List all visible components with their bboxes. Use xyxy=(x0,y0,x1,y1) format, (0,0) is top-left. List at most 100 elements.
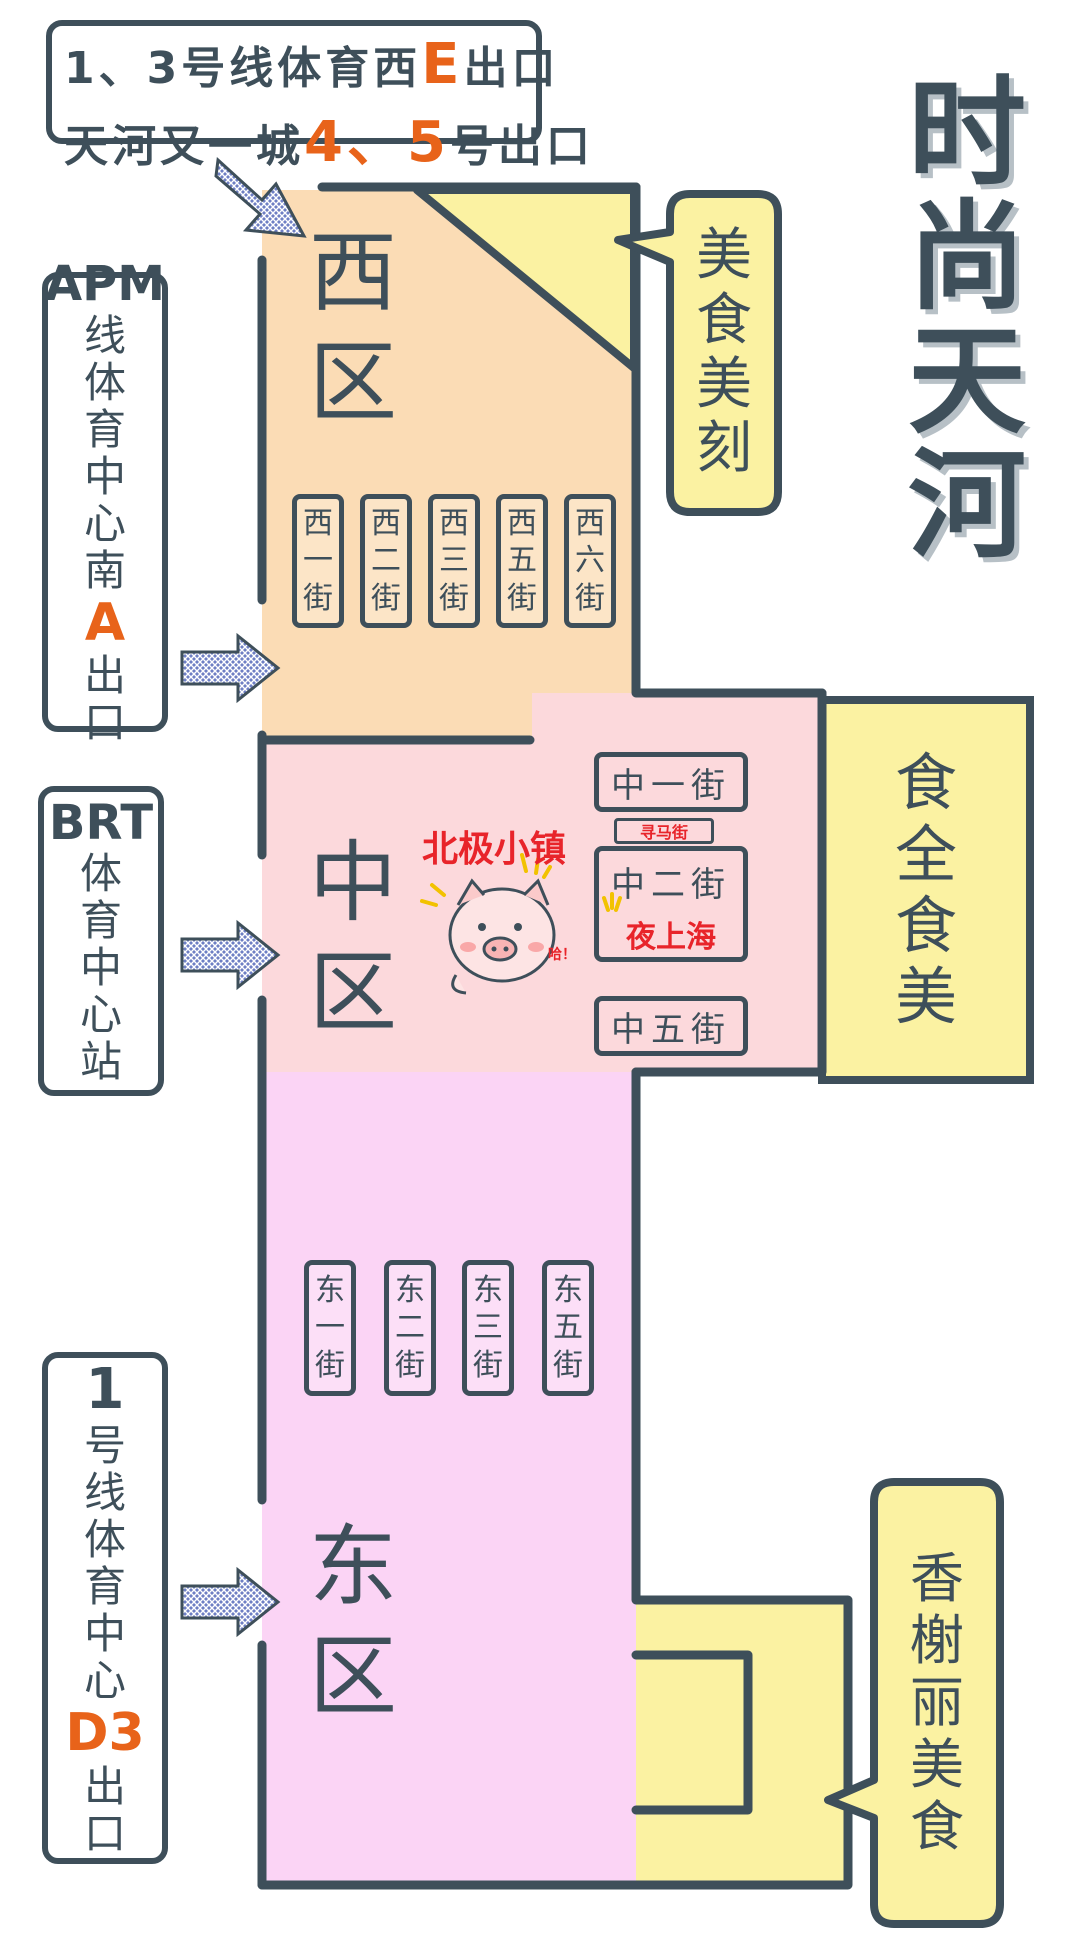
street-char: 东 xyxy=(315,1272,345,1308)
map-title: 时 尚 天 河 xyxy=(892,70,1042,570)
apm-entrance-arrow[interactable] xyxy=(180,632,281,704)
exit-char: 南 xyxy=(83,545,126,595)
east-street-3[interactable]: 东 三 街 xyxy=(462,1260,514,1396)
street-char: 五 xyxy=(507,543,537,579)
west-street-2[interactable]: 西 二 街 xyxy=(360,494,412,628)
middle-street-5[interactable]: 中五街 xyxy=(594,996,748,1056)
callout-char: 香 xyxy=(910,1546,964,1610)
mall-walls xyxy=(257,182,853,1890)
street-char: 西 xyxy=(303,505,333,541)
street-char: 街 xyxy=(553,1347,583,1383)
shiquan-label: 食 全 食 美 xyxy=(826,704,1026,1076)
street-char: 一 xyxy=(315,1310,345,1346)
callout-char: 食 xyxy=(696,287,752,353)
street-char: 街 xyxy=(315,1347,345,1383)
east-zone-label: 东 区 xyxy=(298,1515,408,1728)
exit-text: 天河又一城 xyxy=(64,121,304,172)
entrance-arrows xyxy=(180,146,307,1638)
exit-number: 4、5 xyxy=(304,110,450,175)
exit-char: 中 xyxy=(83,1609,126,1659)
shiquan-area[interactable] xyxy=(818,696,1034,1084)
callout-char: 美 xyxy=(696,223,752,289)
exit-char: 体 xyxy=(83,1515,126,1565)
east-street-5[interactable]: 东 五 街 xyxy=(542,1260,594,1396)
street-char: 街 xyxy=(371,580,401,616)
exit-char: 心 xyxy=(83,1656,126,1706)
exit-char: 心 xyxy=(83,498,126,548)
exit-char: 心 xyxy=(79,990,122,1040)
yeshanghai-label: 夜上海 xyxy=(599,912,743,956)
meishi-meike-label: 美 食 美 刻 xyxy=(670,196,778,510)
exit-char: 育 xyxy=(83,404,126,454)
exit-char: 口 xyxy=(83,698,126,748)
callout-char: 美 xyxy=(696,352,752,417)
street-label: 中一街 xyxy=(611,765,731,806)
street-label: 中五街 xyxy=(611,1009,731,1050)
callout-char: 全 xyxy=(894,817,957,891)
west-street-3[interactable]: 西 三 街 xyxy=(428,494,480,628)
exit-char: 线 xyxy=(83,1468,126,1518)
west-zone-label: 西 区 xyxy=(298,221,408,434)
east-street-2[interactable]: 东 二 街 xyxy=(384,1260,436,1396)
middle-zone-label: 中 区 xyxy=(298,831,408,1044)
top-exit-line1: 1、3号线体育西E出口 xyxy=(64,32,556,97)
xiangxie-bubble[interactable] xyxy=(824,1478,1004,1928)
exit-letter: A xyxy=(84,592,126,653)
exit-char: 出 xyxy=(83,651,126,701)
line1-exit-box[interactable]: 1 号 线 体 育 中 心 D3 出 口 xyxy=(42,1352,168,1864)
exit-char: 号 xyxy=(83,1421,126,1471)
meishi-bubble[interactable] xyxy=(614,190,782,516)
street-char: 街 xyxy=(439,580,469,616)
exit-char: 体 xyxy=(79,849,122,899)
top-exit-line2: 天河又一城4、5号出口 xyxy=(64,97,590,178)
beiji-text: 北极小镇 xyxy=(421,829,566,870)
xiangxie-area[interactable] xyxy=(636,1600,848,1885)
middle-street-2-box[interactable]: 中二街 夜上海 xyxy=(594,846,748,962)
apm-exit-box[interactable]: APM 线 体 育 中 心 南 A 出 口 xyxy=(42,257,168,746)
title-char: 尚 xyxy=(907,188,1026,327)
exit-text: 1、3号线体育西 xyxy=(64,43,422,94)
middle-zone[interactable] xyxy=(262,693,822,1072)
west-street-1[interactable]: 西 一 街 xyxy=(292,494,344,628)
street-char: 西 xyxy=(575,505,605,541)
street-char: 东 xyxy=(473,1272,503,1308)
callout-char: 美 xyxy=(894,960,957,1034)
top-entrance-arrow[interactable] xyxy=(214,146,307,238)
street-char: 西 xyxy=(371,505,401,541)
street-char: 东 xyxy=(553,1272,583,1308)
exit-letter: D3 xyxy=(65,1703,145,1764)
street-char: 三 xyxy=(473,1310,503,1346)
title-char: 时 xyxy=(907,64,1026,203)
east-street-1[interactable]: 东 一 街 xyxy=(304,1260,356,1396)
callout-char: 美 xyxy=(910,1733,964,1797)
line1-entrance-arrow[interactable] xyxy=(180,1566,281,1638)
brt-exit-box[interactable]: BRT 体 育 中 心 站 xyxy=(38,786,164,1096)
street-char: 街 xyxy=(303,580,333,616)
xunmajie-label[interactable]: 寻马街 xyxy=(614,818,714,844)
title-char: 河 xyxy=(907,435,1026,574)
callout-char: 食 xyxy=(894,746,957,820)
top-exit-box[interactable]: 1、3号线体育西E出口 天河又一城4、5号出口 xyxy=(46,20,590,175)
east-zone[interactable] xyxy=(262,1072,636,1885)
street-char: 五 xyxy=(553,1310,583,1346)
callout-char: 榭 xyxy=(910,1608,964,1672)
west-street-6[interactable]: 西 六 街 xyxy=(564,494,616,628)
exit-letter: E xyxy=(421,32,464,97)
brt-entrance-arrow[interactable] xyxy=(180,919,281,991)
xiangxie-label: 香 榭 丽 美 食 xyxy=(878,1486,996,1920)
street-char: 一 xyxy=(303,543,333,579)
exit-char: 中 xyxy=(79,943,122,993)
west-street-5[interactable]: 西 五 街 xyxy=(496,494,548,628)
mascot-sound: 哈！ xyxy=(548,944,576,964)
street-char: 东 xyxy=(395,1272,425,1308)
zone-char: 中 xyxy=(308,831,397,934)
west-zone[interactable] xyxy=(262,190,634,740)
zone-char: 区 xyxy=(308,1625,397,1728)
callout-bubbles xyxy=(614,190,1004,1928)
exit-char: 线 xyxy=(83,310,126,360)
callout-char: 食 xyxy=(894,889,957,962)
beiji-label[interactable]: 北极小镇 xyxy=(404,820,584,870)
middle-street-1[interactable]: 中一街 xyxy=(594,752,748,812)
exit-head: BRT xyxy=(48,794,154,851)
